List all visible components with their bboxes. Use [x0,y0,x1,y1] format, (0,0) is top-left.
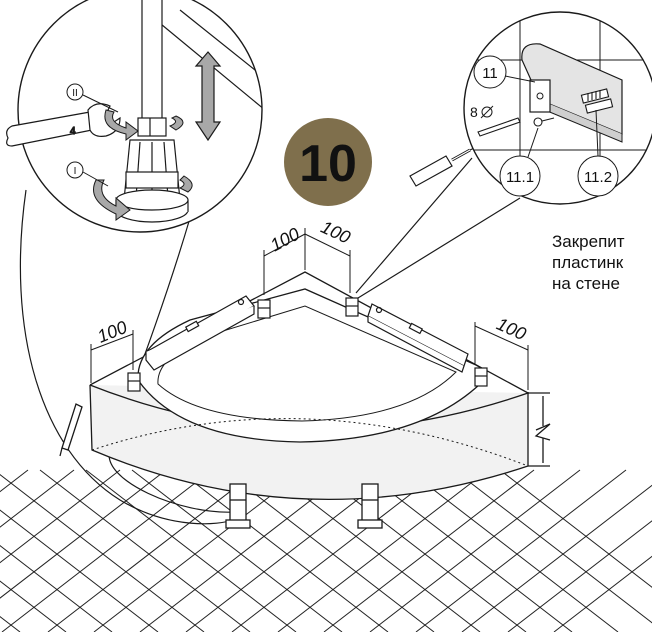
instruction-line-1: Закрепит [552,232,625,251]
bracket-front-left [127,372,141,392]
part-11-1-label: 11.1 [506,169,534,186]
bracket-front-right [474,367,488,387]
shower-tray [59,271,551,529]
floor-tile-grid [0,469,652,632]
dim-back-left: 100 [267,224,303,256]
spirit-level-right [367,303,469,373]
step-number: 10 [299,135,357,193]
step-badge: 10 [284,118,372,206]
right-detail-leader [355,157,521,299]
leg-adjust-detail: 4 II I [6,0,263,233]
dimension-lines [90,228,529,390]
drill-size-label: 8 [470,104,478,120]
drill-bit-icon [477,117,521,137]
height-marker [528,392,551,467]
wrench-icon: 4 [6,103,121,147]
rotation-arrow-upper [104,109,184,141]
tray-leg-right [357,483,383,529]
instruction-text: Закрепит пластинк на стене [552,231,625,294]
instruction-line-2: пластинк [552,253,624,272]
bracket-back-right [345,297,359,317]
part-11-2-label: 11.2 [584,169,612,186]
rotation-step-1: I [74,166,77,177]
up-down-arrow-icon [194,51,222,142]
dim-front-right: 100 [494,314,530,344]
rotation-step-2: II [72,88,78,99]
part-11-label: 11 [482,65,498,82]
wall-bracket-group [127,297,488,392]
wall-plate-detail: 11 11.1 11.2 8 [463,11,652,205]
bracket-back-left [257,299,271,319]
rotation-arrow-lower [93,175,193,221]
wall-dowels [580,88,614,114]
tray-leg-left [225,483,251,529]
screw-icon [533,117,555,127]
diameter-icon [480,105,494,119]
step-badge-circle [284,118,372,206]
pencil-icon [59,403,83,457]
svg-text:4: 4 [70,126,76,137]
instruction-line-3: на стене [552,274,620,293]
spirit-level-left [145,295,255,371]
dim-front-left: 100 [95,317,130,347]
